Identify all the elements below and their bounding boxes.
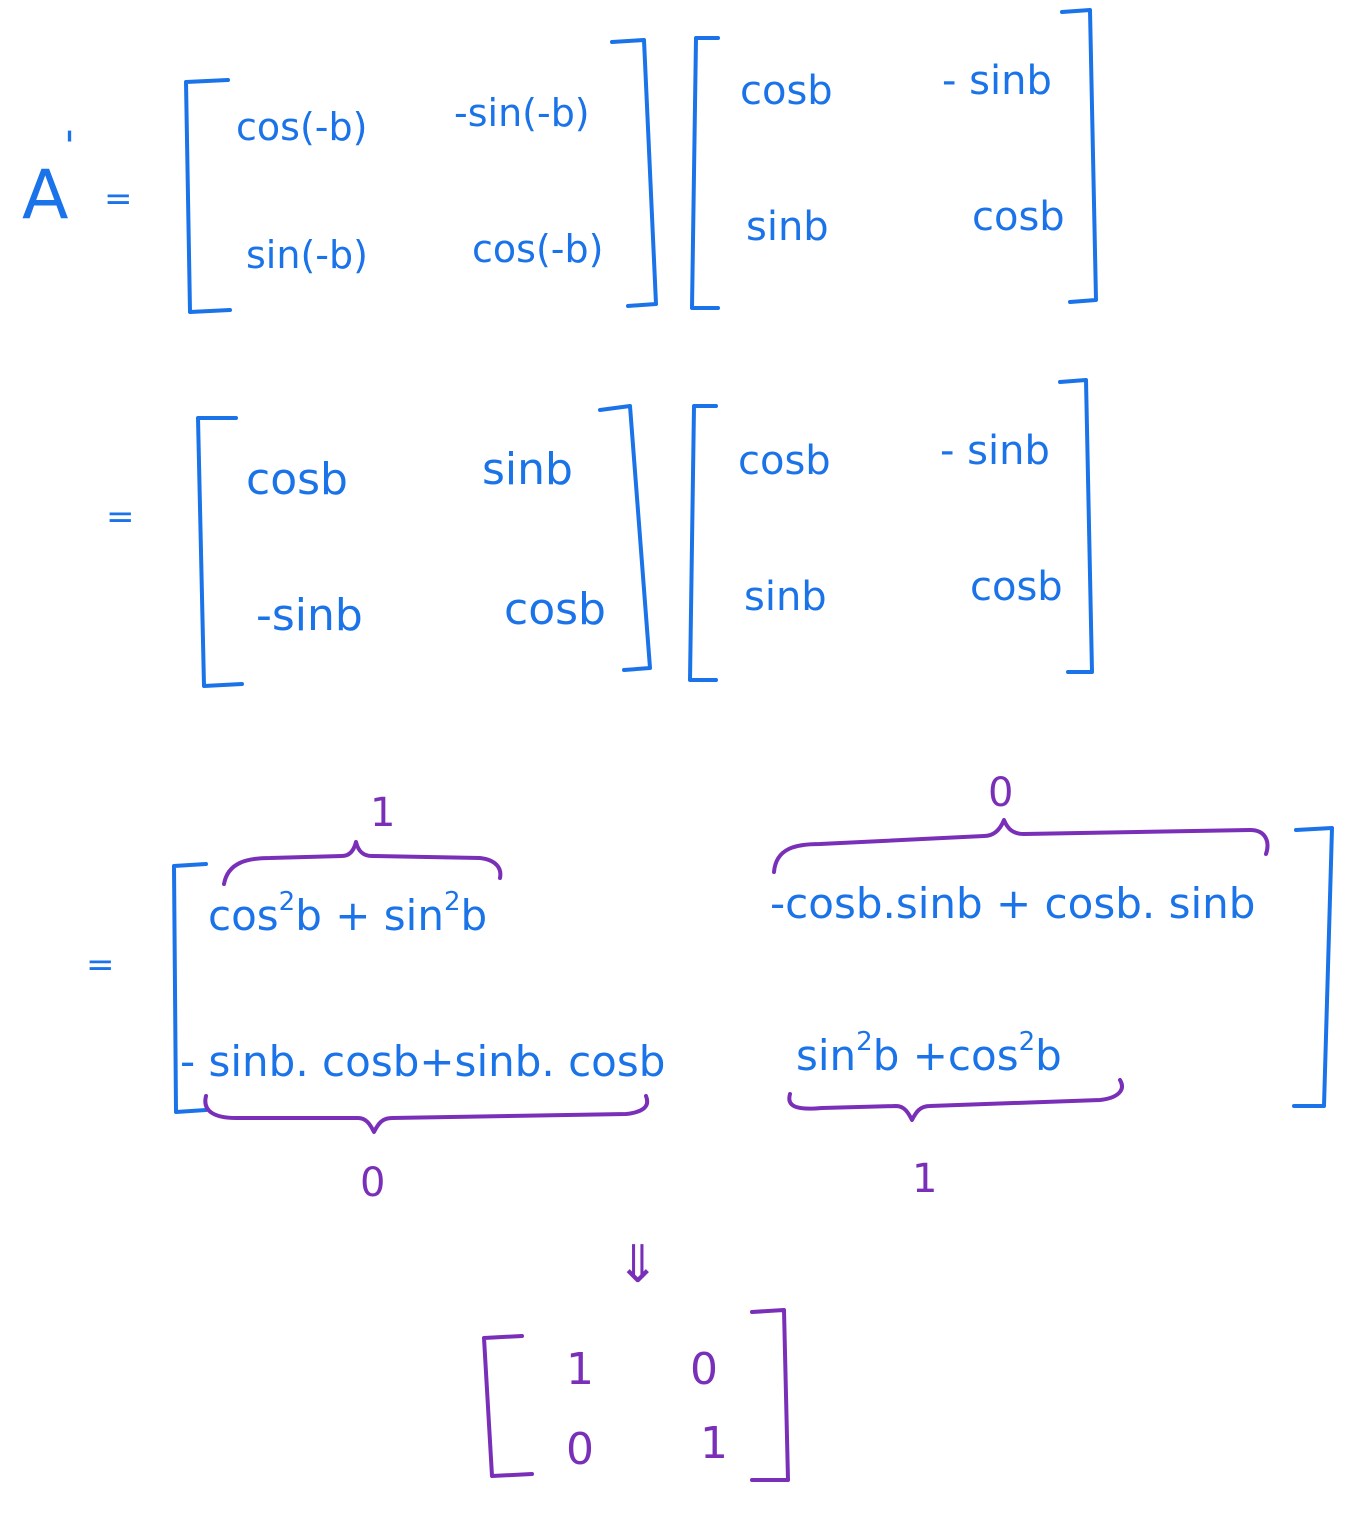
matrix-entry: 1 (566, 1344, 594, 1395)
matrix-entry: 0 (690, 1344, 718, 1395)
underbrace (203, 1094, 650, 1134)
matrix-entry: sinb (746, 204, 829, 250)
brace-label: 1 (370, 790, 395, 836)
matrix-entry: -sin(-b) (454, 91, 590, 135)
right-bracket (1292, 826, 1334, 1108)
right-bracket (610, 38, 658, 308)
equals-sign-1: = (104, 179, 133, 219)
matrix-entry: - sinb (942, 58, 1052, 104)
matrix-entry: cos(-b) (236, 105, 367, 149)
matrix-entry: cosb (504, 584, 606, 635)
left-bracket (688, 404, 718, 682)
matrix-entry: - sinb. cosb+sinb. cosb (180, 1037, 665, 1086)
left-bracket (172, 862, 208, 1114)
brace-label: 0 (988, 770, 1013, 816)
lhs-prime: ' (64, 124, 75, 170)
matrix-entry: - sinb (940, 428, 1050, 474)
matrix-entry: cosb (740, 68, 833, 114)
matrix-entry: 1 (700, 1418, 728, 1469)
underbrace (787, 1078, 1124, 1122)
matrix-entry: sinb (482, 444, 573, 495)
matrix-entry: cos(-b) (472, 227, 603, 271)
matrix-entry: cosb (970, 564, 1063, 610)
implies-arrow: ⇓ (616, 1235, 660, 1295)
right-bracket (750, 1308, 790, 1482)
brace-label: 0 (360, 1160, 385, 1206)
equals-sign-3: = (86, 945, 115, 985)
matrix-entry: cosb (246, 454, 348, 505)
brace-label: 1 (912, 1156, 937, 1202)
matrix-entry: sin(-b) (246, 233, 368, 277)
overbrace (772, 818, 1270, 874)
matrix-entry: -cosb.sinb + cosb. sinb (770, 879, 1255, 928)
right-bracket (1058, 378, 1094, 674)
right-bracket (1060, 8, 1098, 304)
left-bracket (184, 78, 232, 314)
matrix-entry: cosb (738, 438, 831, 484)
matrix-entry: cos2b + sin2b (208, 887, 487, 940)
lhs-symbol: A (22, 156, 69, 235)
matrix-entry: 0 (566, 1424, 594, 1475)
left-bracket (690, 36, 720, 310)
equals-sign-2: = (106, 497, 135, 537)
matrix-entry: -sinb (256, 590, 363, 641)
matrix-entry: cosb (972, 194, 1065, 240)
left-bracket (482, 1334, 534, 1478)
left-bracket (196, 416, 244, 688)
right-bracket (598, 404, 652, 672)
matrix-entry: sin2b +cos2b (796, 1027, 1062, 1080)
overbrace (222, 840, 503, 886)
matrix-entry: sinb (744, 574, 827, 620)
